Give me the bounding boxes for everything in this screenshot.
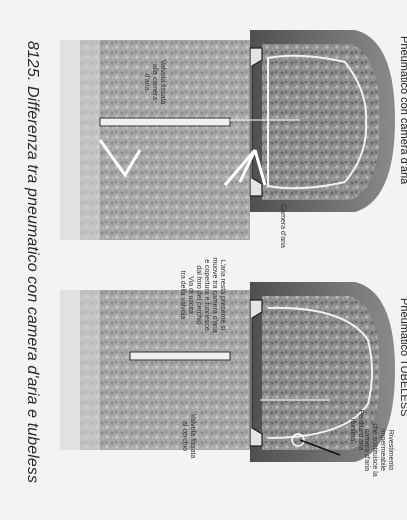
tube-valve-label: Valvola fissata alla camera d'aria xyxy=(142,52,166,112)
tube-valve-stem xyxy=(100,118,230,126)
inner-tube-label: Camera d'aria xyxy=(278,196,286,256)
tubeless-tire-cross-section xyxy=(60,282,395,462)
figure-caption: 8125. Differenza tra pneumatico con came… xyxy=(20,12,44,512)
tube-tire-carcass xyxy=(262,44,380,200)
bead-loss-label: Perdita d'aria minima xyxy=(348,400,364,460)
tube-tire-heading: Pneumatico con camera d'aria xyxy=(397,36,407,184)
tubeless-valve-label: Valvola fissata al cerchio xyxy=(180,406,196,466)
tube-tire-cross-section xyxy=(60,30,395,240)
tubeless-valve-stem xyxy=(130,352,230,360)
tubeless-tire-heading: Pneumatico TUBELESS xyxy=(397,298,407,416)
tubeless-lining-label: Rivestimento impermeabile che sostituisc… xyxy=(362,420,394,480)
air-path-label: L'aria resta presente si muove tra camer… xyxy=(178,250,226,340)
